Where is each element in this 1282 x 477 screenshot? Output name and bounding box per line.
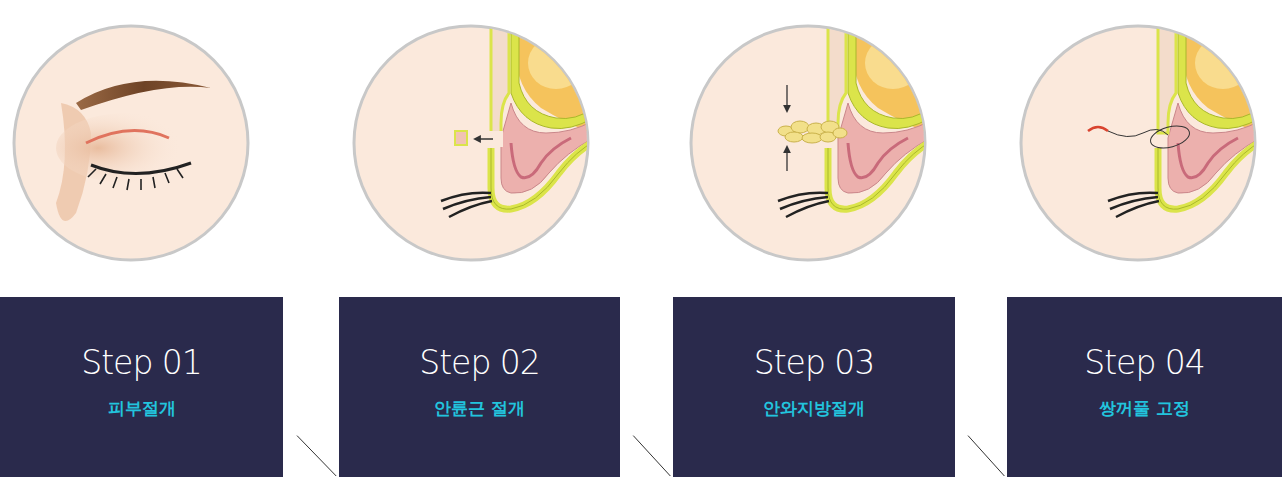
step-label: 쌍꺼풀 고정 <box>1007 397 1282 420</box>
step-box: Step 01 피부절개 <box>0 297 283 477</box>
step-label: 안륜근 절개 <box>339 397 620 420</box>
divider-line <box>633 436 670 476</box>
divider-line <box>968 436 1004 476</box>
step-number: Step 01 <box>0 343 283 382</box>
step-number: Step 03 <box>673 343 955 382</box>
incision-illustration <box>354 26 595 260</box>
step-label: 피부절개 <box>0 397 283 420</box>
suture-illustration <box>1021 26 1262 260</box>
fat-illustration <box>691 26 932 260</box>
step-number: Step 04 <box>1007 343 1282 382</box>
divider-line <box>297 436 336 476</box>
step-box: Step 03 안와지방절개 <box>673 297 955 477</box>
step-label: 안와지방절개 <box>673 397 955 420</box>
eye-illustration <box>14 26 248 260</box>
step-box: Step 02 안륜근 절개 <box>339 297 620 477</box>
step-number: Step 02 <box>339 343 620 382</box>
step-box: Step 04 쌍꺼풀 고정 <box>1007 297 1282 477</box>
